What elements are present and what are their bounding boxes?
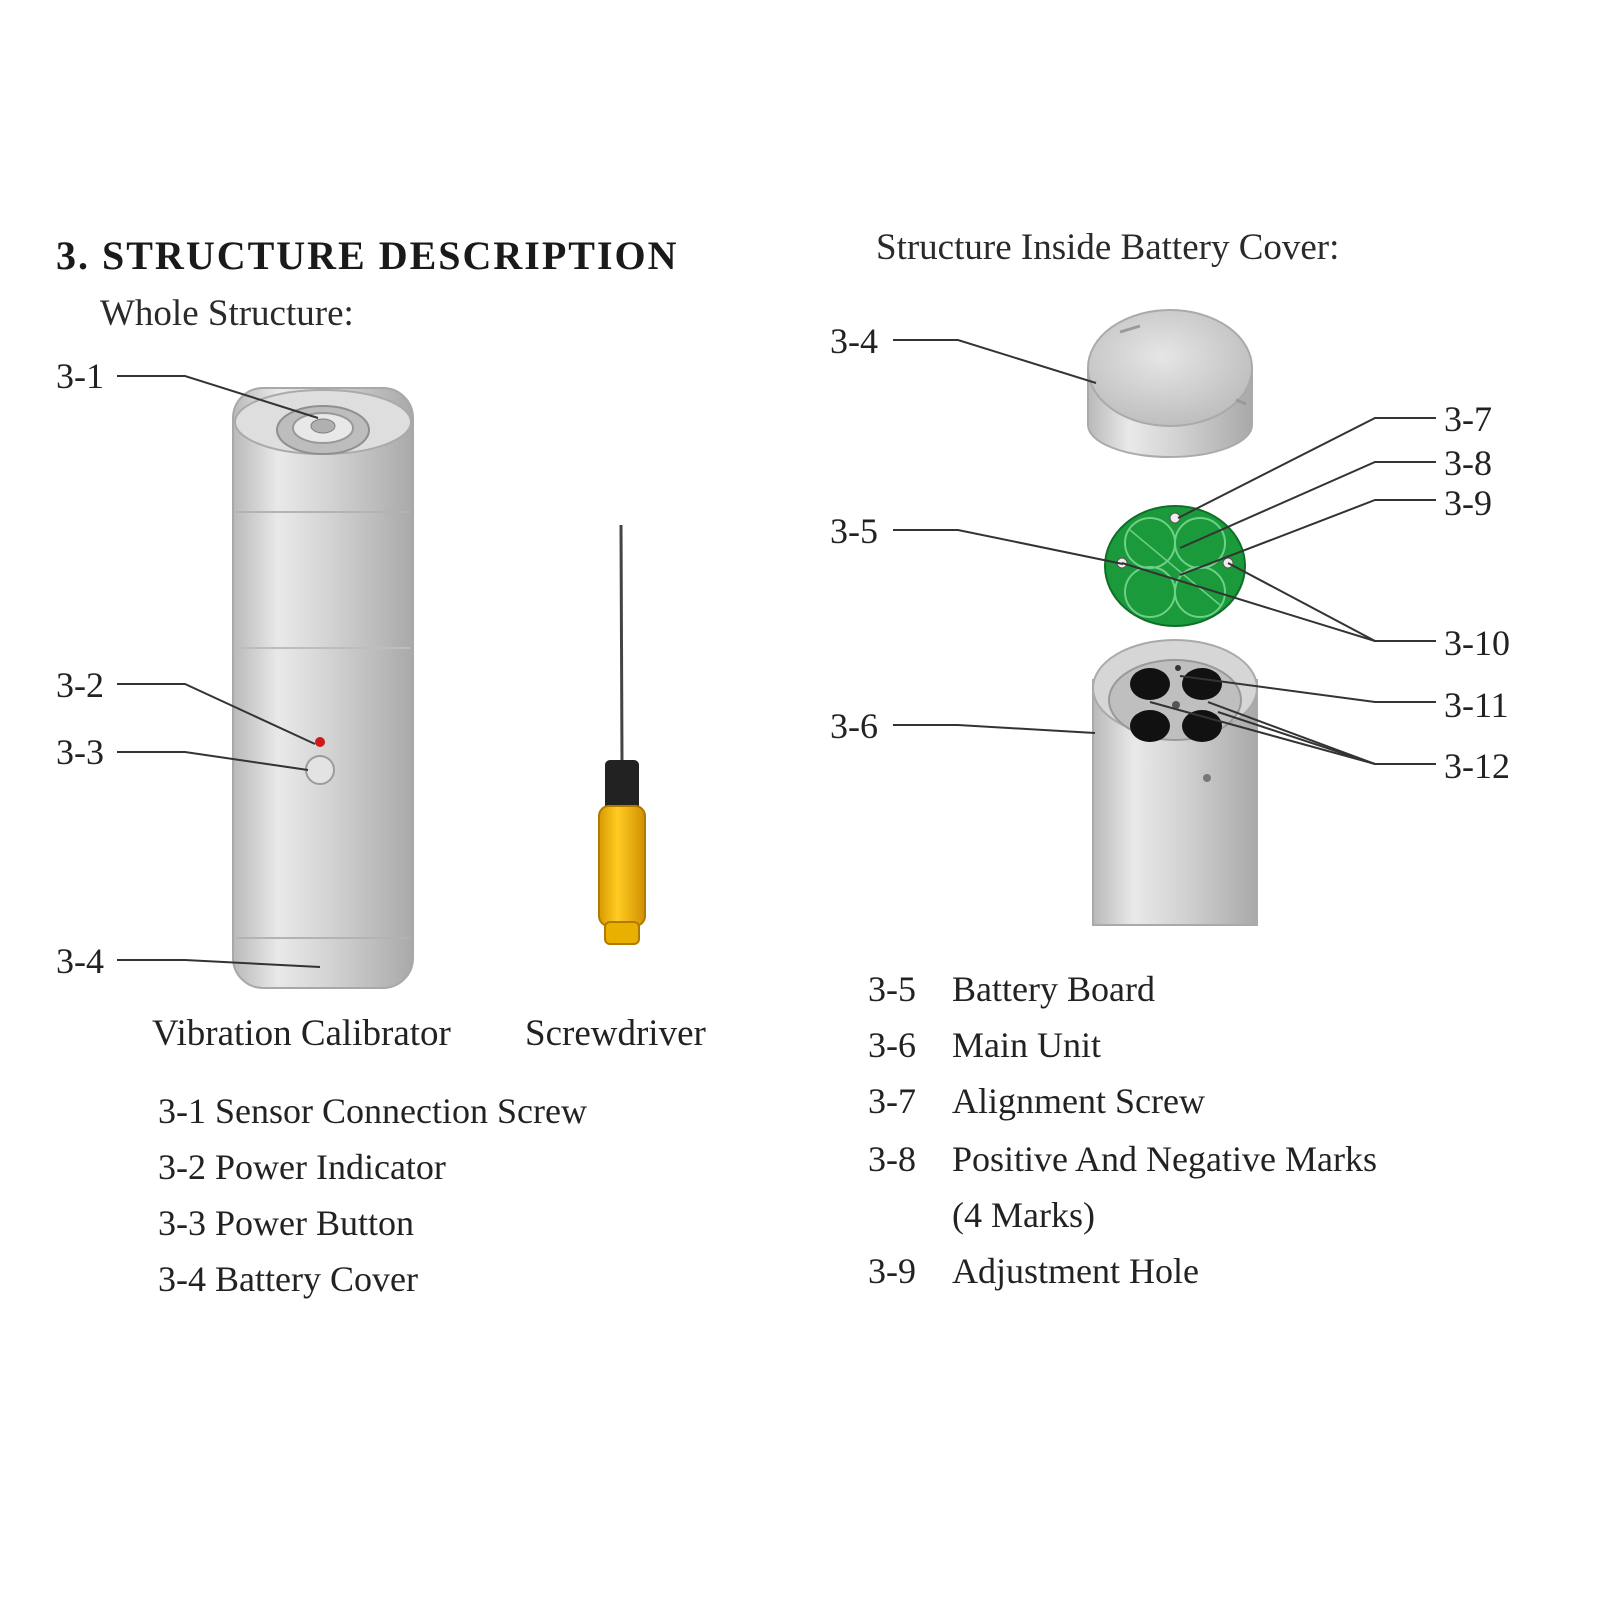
callout-3-9: 3-9 — [1444, 483, 1492, 523]
battery-board-drawing — [1104, 505, 1246, 627]
whole-structure-subtitle: Whole Structure: — [100, 293, 354, 334]
legend-item: 3-3 Power Button — [158, 1203, 415, 1243]
legend-item: 3-1 Sensor Connection Screw — [158, 1091, 587, 1131]
callout-3-6: 3-6 — [830, 706, 878, 746]
vibration-calibrator-drawing — [232, 387, 414, 989]
battery-cover-drawing — [1087, 309, 1253, 458]
inside-structure-subtitle: Structure Inside Battery Cover: — [876, 227, 1340, 268]
main-unit-drawing — [1092, 639, 1258, 926]
callout-3-5: 3-5 — [830, 511, 878, 551]
callout-3-4: 3-4 — [56, 941, 104, 981]
caption-screwdriver: Screwdriver — [525, 1013, 706, 1054]
leader-lines — [117, 339, 1436, 968]
callout-3-2: 3-2 — [56, 665, 104, 705]
callout-3-8: 3-8 — [1444, 443, 1492, 483]
section-title: 3. STRUCTURE DESCRIPTION — [56, 233, 679, 278]
callout-3-7: 3-7 — [1444, 399, 1492, 439]
callout-right-3-4: 3-4 — [830, 321, 878, 361]
callout-3-1: 3-1 — [56, 356, 104, 396]
caption-vibration-calibrator: Vibration Calibrator — [152, 1013, 451, 1054]
screwdriver-drawing — [598, 524, 646, 945]
legend-item-continuation: (4 Marks) — [952, 1195, 1095, 1235]
legend-item: 3-2 Power Indicator — [158, 1147, 446, 1187]
callout-3-3: 3-3 — [56, 732, 104, 772]
power-button-circle — [305, 755, 335, 785]
power-indicator-dot — [315, 737, 325, 747]
callout-3-11: 3-11 — [1444, 685, 1509, 725]
callout-3-10: 3-10 — [1444, 623, 1510, 663]
legend-item: 3-4 Battery Cover — [158, 1259, 418, 1299]
callout-3-12: 3-12 — [1444, 746, 1510, 786]
